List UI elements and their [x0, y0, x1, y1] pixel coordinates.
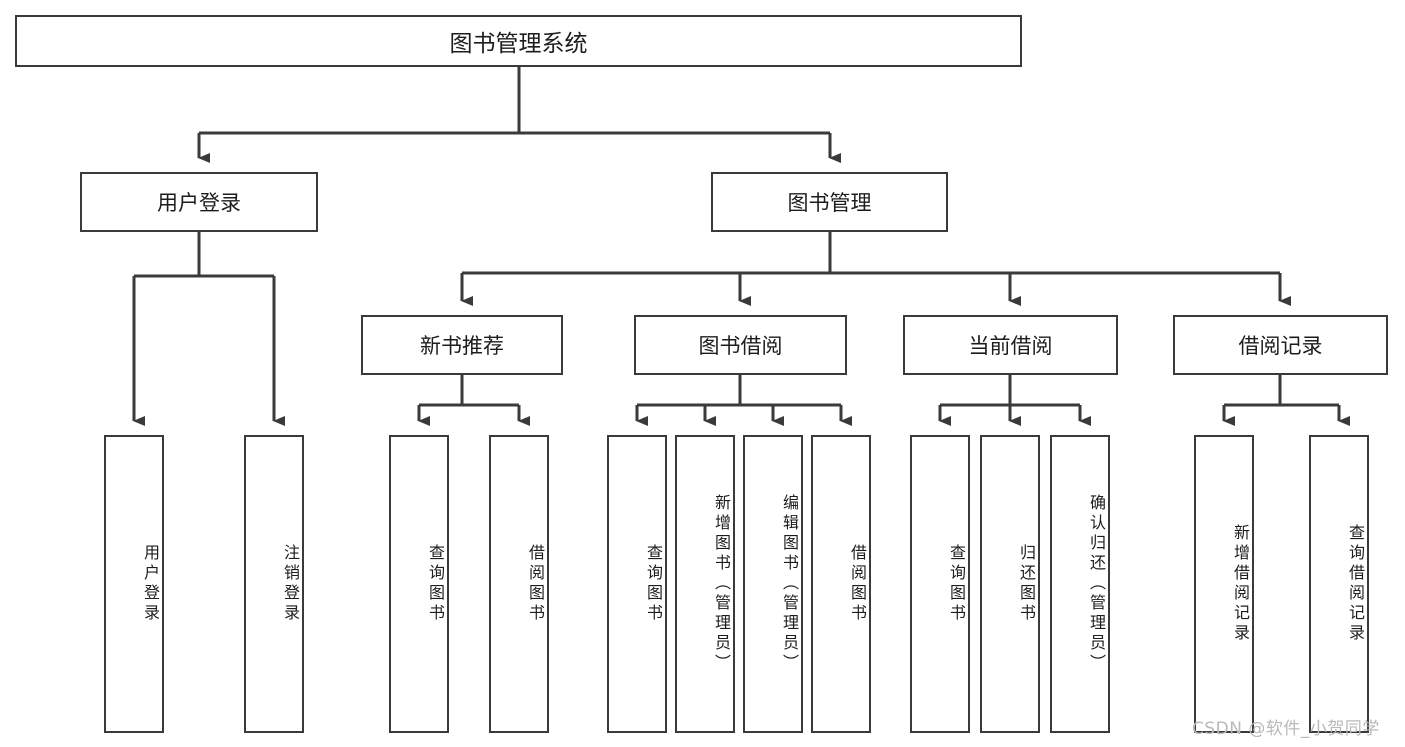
node-label: 新增借阅记录: [1231, 524, 1250, 644]
node-label: 新增图书（管理员）: [712, 494, 731, 674]
node-label: 确认归还（管理员）: [1087, 494, 1106, 674]
node-root-library-system[interactable]: 图书管理系统: [15, 15, 1022, 67]
leaf-confirm-return-admin[interactable]: 确认归还（管理员）: [1050, 435, 1110, 733]
node-label: 借阅图书: [848, 544, 867, 624]
leaf-add-book-admin[interactable]: 新增图书（管理员）: [675, 435, 735, 733]
node-label: 新书推荐: [420, 334, 504, 358]
node-label: 查询图书: [947, 544, 966, 624]
leaf-add-borrow-record[interactable]: 新增借阅记录: [1194, 435, 1254, 733]
node-label: 用户登录: [141, 544, 160, 624]
leaf-search-book-current[interactable]: 查询图书: [910, 435, 970, 733]
node-label: 图书管理系统: [449, 31, 588, 57]
node-label: 注销登录: [281, 544, 300, 624]
leaf-user-login[interactable]: 用户登录: [104, 435, 164, 733]
node-label: 查询图书: [644, 544, 663, 624]
csdn-watermark: CSDN @软件_小贺同学: [1192, 719, 1380, 739]
leaf-return-book[interactable]: 归还图书: [980, 435, 1040, 733]
leaf-search-borrow-record[interactable]: 查询借阅记录: [1309, 435, 1369, 733]
node-book-management[interactable]: 图书管理: [711, 172, 948, 232]
node-new-book-recommend[interactable]: 新书推荐: [361, 315, 563, 375]
node-book-borrow[interactable]: 图书借阅: [634, 315, 847, 375]
node-label: 图书管理: [787, 191, 872, 215]
node-current-borrow[interactable]: 当前借阅: [903, 315, 1118, 375]
node-user-login[interactable]: 用户登录: [80, 172, 318, 232]
node-borrow-record[interactable]: 借阅记录: [1173, 315, 1388, 375]
node-label: 编辑图书（管理员）: [780, 494, 799, 674]
node-label: 借阅记录: [1238, 334, 1323, 358]
leaf-edit-book-admin[interactable]: 编辑图书（管理员）: [743, 435, 803, 733]
leaf-borrow-book-newbook[interactable]: 借阅图书: [489, 435, 549, 733]
leaf-search-book-newbook[interactable]: 查询图书: [389, 435, 449, 733]
node-label: 借阅图书: [526, 544, 545, 624]
node-label: 当前借阅: [968, 334, 1053, 358]
leaf-search-book-borrow[interactable]: 查询图书: [607, 435, 667, 733]
node-label: 查询借阅记录: [1346, 524, 1365, 644]
leaf-logout[interactable]: 注销登录: [244, 435, 304, 733]
node-label: 查询图书: [426, 544, 445, 624]
node-label: 归还图书: [1017, 544, 1036, 624]
node-label: 图书借阅: [698, 334, 783, 358]
leaf-borrow-book[interactable]: 借阅图书: [811, 435, 871, 733]
node-label: 用户登录: [157, 191, 241, 215]
